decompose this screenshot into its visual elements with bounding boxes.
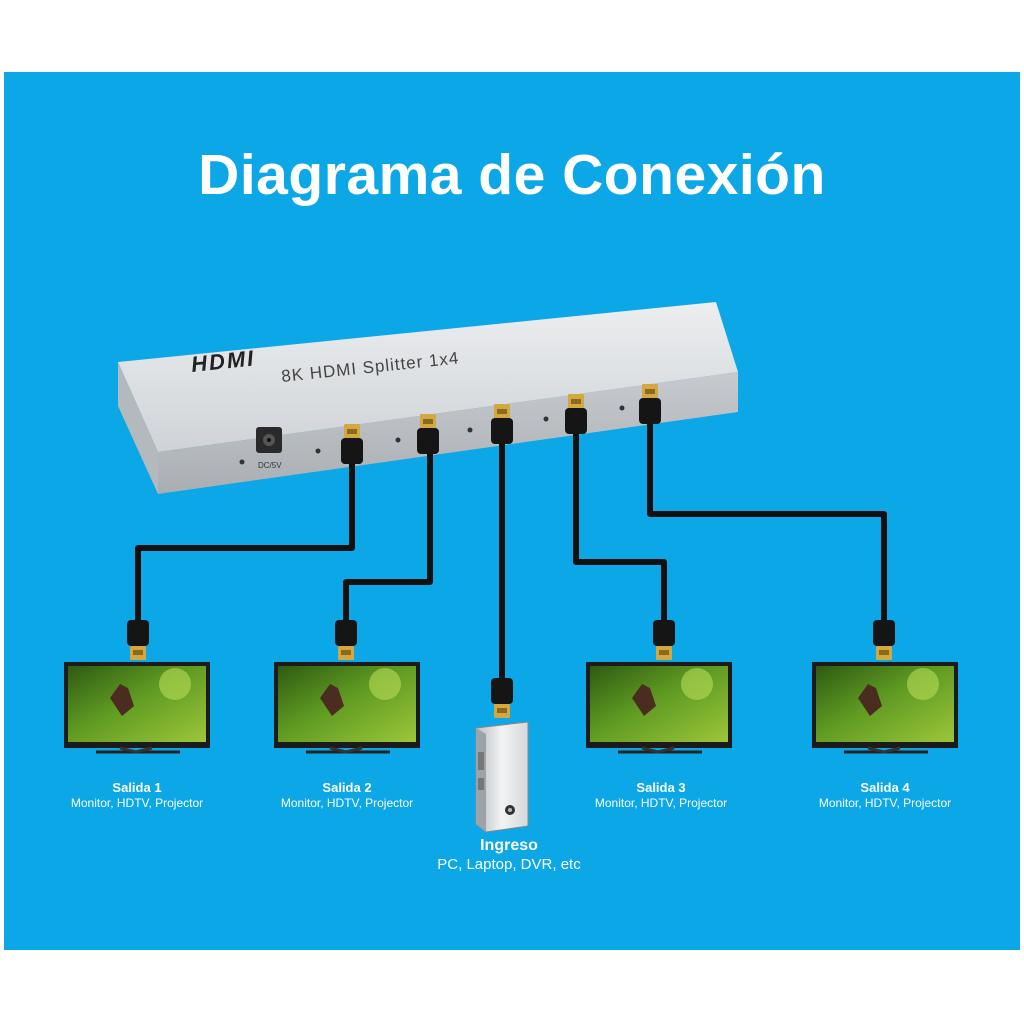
output-label-1: Salida 1 Monitor, HDTV, Projector [44,780,230,810]
port-indicators [315,405,625,454]
cable-output-3 [573,430,667,622]
device-top-face [118,302,738,452]
output-label-2: Salida 2 Monitor, HDTV, Projector [254,780,440,810]
output-name-3: Salida 3 [636,780,686,795]
power-jack-label: DC/5V [258,461,282,470]
input-name: Ingreso [480,837,538,854]
output-name-2: Salida 2 [322,780,372,795]
device-front-face [118,362,158,494]
page-title: Diagrama de Conexión [198,143,826,207]
input-label: Ingreso PC, Laptop, DVR, etc [374,836,644,874]
output-label-3: Salida 3 Monitor, HDTV, Projector [568,780,754,810]
hdmi-splitter-device [118,302,738,494]
output-label-4: Salida 4 Monitor, HDTV, Projector [792,780,978,810]
output-name-1: Salida 1 [112,780,162,795]
hdmi-cables [135,420,887,680]
monitor-output-4 [812,662,958,754]
power-jack [256,427,282,453]
output-desc-4: Monitor, HDTV, Projector [818,796,952,810]
pc-tower-input [475,721,529,833]
cable-output-2 [343,450,433,622]
output-desc-3: Monitor, HDTV, Projector [594,796,728,810]
output-desc-2: Monitor, HDTV, Projector [280,796,414,810]
device-side-face [158,372,738,494]
cable-output-4 [647,420,887,622]
monitor-output-1 [64,662,210,754]
output-name-4: Salida 4 [860,780,910,795]
end-plugs [127,620,895,718]
monitor-output-2 [274,662,420,754]
output-desc-1: Monitor, HDTV, Projector [70,796,204,810]
input-desc: PC, Laptop, DVR, etc [437,856,581,873]
monitor-output-3 [586,662,732,754]
cable-output-1 [135,460,355,622]
